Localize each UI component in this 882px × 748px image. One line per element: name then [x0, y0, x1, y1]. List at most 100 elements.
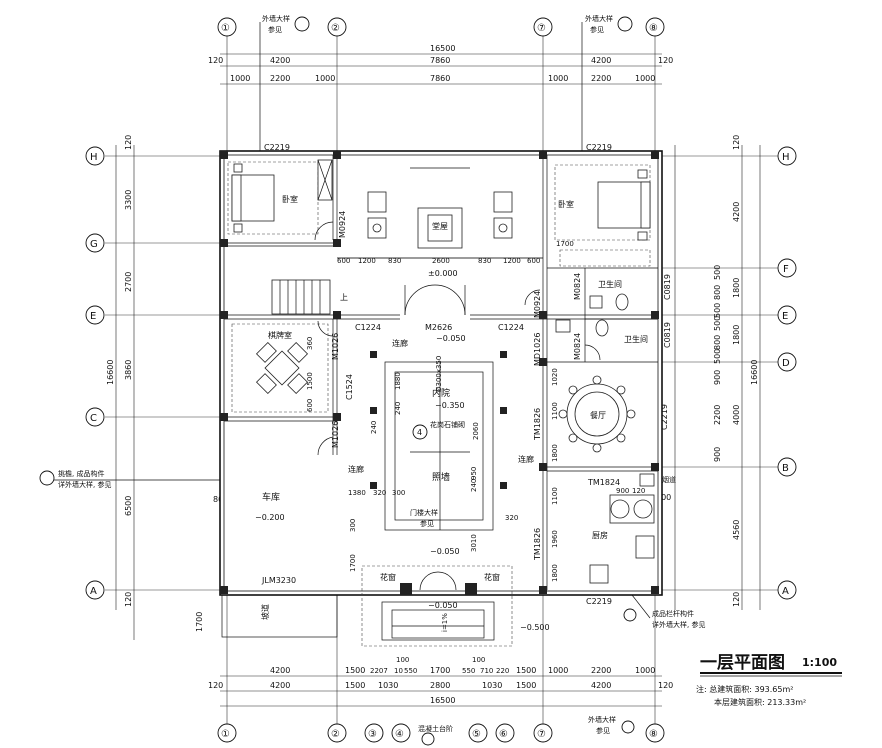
plan-label: 16600	[106, 360, 115, 385]
plan-label: G	[90, 239, 98, 250]
plan-label: 3010	[470, 534, 478, 552]
plan-label: 1700	[349, 554, 357, 572]
plan-label: 1800	[732, 278, 741, 298]
plan-label: F	[783, 264, 789, 275]
plan-label: 1000	[548, 666, 568, 675]
plan-label: 花岗石铺砌	[430, 420, 465, 429]
plan-label: 1700	[430, 666, 450, 675]
plan-label: −0.500	[520, 623, 550, 632]
plan-label: 120	[658, 681, 673, 690]
plan-label: ①	[221, 729, 230, 740]
plan-label: 1800	[551, 444, 559, 462]
dim-bottom-total: 16500	[430, 696, 455, 705]
columns	[220, 151, 659, 595]
plan-label: 连廊	[348, 464, 364, 474]
plan-label: 1000	[315, 74, 335, 83]
window-c2219-tl: C2219	[264, 143, 290, 152]
plan-label: 混凝土台阶	[418, 724, 453, 733]
plan-label: 详外墙大样, 参见	[58, 480, 111, 489]
plan-label: i=1%	[441, 613, 449, 632]
plan-label: E	[90, 311, 96, 322]
axis-2-top: ②	[331, 23, 340, 34]
plan-label: 320	[373, 489, 386, 497]
room-dining: 餐厅	[590, 411, 606, 420]
plan-label: 4	[417, 428, 422, 437]
plan-label: 600	[337, 257, 350, 265]
plan-label: 80	[213, 495, 223, 504]
plan-label: 连廊	[392, 338, 408, 348]
plan-label: 2207	[370, 667, 388, 675]
right-dimensions: 16600 120 4200 1800 1800 4000 4560 120 5…	[656, 135, 761, 610]
plan-label: 花窗	[380, 572, 396, 582]
plan-label: M0824	[573, 273, 582, 300]
top-dimensions: 16500 120 4200 7860 4200 120 1000 2200 1…	[208, 44, 673, 85]
plan-label: ②	[331, 729, 340, 740]
axis-7-top: ⑦	[537, 23, 546, 34]
plan-label: 120	[732, 135, 741, 150]
plan-label: 500	[713, 349, 722, 364]
plan-label: 4200	[591, 681, 611, 690]
plan-label: 花窗	[484, 572, 500, 582]
plan-label: 1100	[551, 487, 559, 505]
kitchen: TM1824 厨房 TM1826 1100 1960 1800 900 120 …	[533, 478, 705, 629]
bottom-axis-bubbles: ① ② ③ ④ ⑤ ⑥ ⑦ ⑧ 混凝土台阶 外墙大样 参见	[217, 715, 665, 746]
plan-label: 120	[124, 135, 133, 150]
plan-label: H	[782, 152, 790, 163]
plan-label: 10	[394, 667, 403, 675]
plan-label: H	[90, 152, 98, 163]
room-bedroom-left: 卧室	[282, 194, 298, 204]
bedroom-right: 卧室 C2219 1700	[554, 143, 651, 267]
stairs: 上	[271, 279, 348, 315]
plan-label: C2219	[660, 404, 669, 430]
plan-label: 240	[394, 402, 402, 415]
plan-label: 300	[349, 519, 357, 532]
plan-label: 4200	[270, 56, 290, 65]
plan-label: 1030	[378, 681, 398, 690]
plan-label: 120	[632, 487, 645, 495]
plan-label: ⑧	[649, 729, 658, 740]
plan-label: 参见	[596, 726, 610, 735]
plan-label: 1700	[556, 240, 574, 248]
room-bath1: 卫生间	[598, 279, 622, 289]
plan-label: 100	[396, 656, 409, 664]
plan-label: A	[90, 586, 97, 597]
plan-label: 600	[306, 399, 314, 412]
plan-label: Ø300x350	[435, 356, 443, 392]
plan-label: 100	[472, 656, 485, 664]
level-hall: ±0.000	[428, 269, 458, 278]
plan-label: ⑤	[472, 729, 481, 740]
axis-8-top: ⑧	[649, 23, 658, 34]
plan-label: C1224	[498, 323, 524, 332]
plan-label: 500	[713, 303, 722, 318]
plan-label: 1000	[635, 74, 655, 83]
plan-label: ③	[368, 729, 377, 740]
window-c2219-tr: C2219	[586, 143, 612, 152]
plan-label: M0924	[533, 291, 542, 318]
plan-label: 1000	[548, 74, 568, 83]
plan-label: 参见	[268, 25, 282, 34]
drawing-scale: 1:100	[802, 656, 837, 669]
left-ref-label: 挑檐, 成品构件	[58, 469, 104, 478]
plan-label: C	[90, 413, 97, 424]
plan-label: 2200	[713, 405, 722, 425]
plan-label: 300	[392, 489, 405, 497]
plan-label: 上	[340, 293, 348, 302]
mahjong-room: 棋牌室 M1026 C1524 M1026 360 1500 600	[231, 320, 354, 456]
plan-label: 1880	[394, 372, 402, 390]
plan-label: 320	[505, 514, 518, 522]
plan-label: 烟道	[662, 475, 676, 484]
plan-label: 1000	[230, 74, 250, 83]
living-room: 堂屋 600 1200 830 2600 830 1200 600 ±0.000	[337, 167, 543, 316]
plan-label: 500	[713, 316, 722, 331]
plan-label: 4000	[732, 405, 741, 425]
plan-label: 500	[713, 265, 722, 280]
plan-label: 800	[713, 285, 722, 300]
axis-1-top: ①	[221, 23, 230, 34]
plan-label: 外墙大样	[588, 715, 616, 724]
plan-label: MD1026	[533, 333, 542, 366]
entrance: 花窗 花窗 −0.050 −0.500 i=1%	[361, 565, 550, 647]
plan-label: C2219	[586, 597, 612, 606]
top-ref-label-2: 外墙大样	[585, 14, 613, 23]
plan-label: 门楼大样	[410, 508, 438, 517]
plan-label: 2200	[591, 666, 611, 675]
